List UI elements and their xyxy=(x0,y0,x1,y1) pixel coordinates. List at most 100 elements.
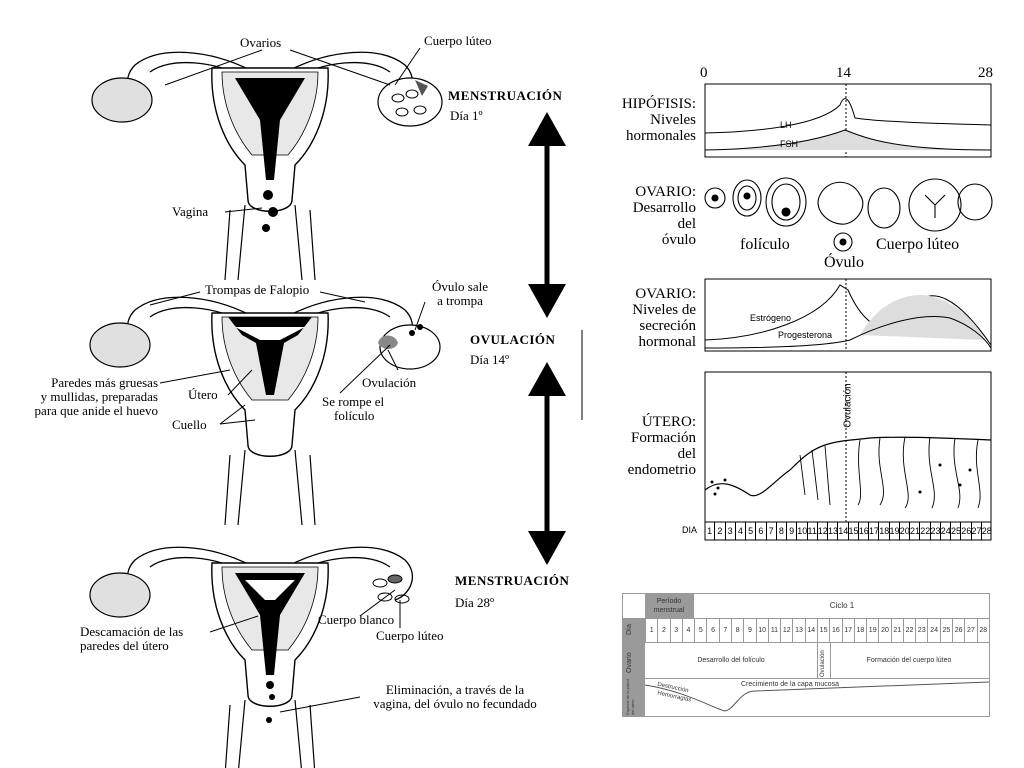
uterus-day1 xyxy=(91,51,443,281)
table-periodo-menstrual: Período menstrual xyxy=(645,594,693,618)
day-cell-7: 7 xyxy=(765,522,776,540)
day-cell-28: 28 xyxy=(980,522,991,540)
label-rompe-line1: Se rompe el xyxy=(322,394,385,409)
table-day-9: 9 xyxy=(743,619,755,643)
table-row-espesor-cell: Espesor de la pared del útero xyxy=(623,678,645,717)
label-cuerpo-luteo-top: Cuerpo lúteo xyxy=(424,33,492,48)
day-cell-23: 23 xyxy=(929,522,940,540)
title-utero-line1: ÚTERO: xyxy=(641,414,696,430)
label-paredes-line2: y mullidas, preparadas xyxy=(40,389,158,404)
title-hipofisis-line3: hormonales xyxy=(626,128,696,144)
title-ovario2-line4: hormonal xyxy=(638,334,697,350)
title-utero-line2: Formación xyxy=(631,430,696,446)
table-day-16: 16 xyxy=(829,619,841,643)
day-cell-22: 22 xyxy=(919,522,930,540)
axis-label-0: 0 xyxy=(700,65,708,81)
endometrium-panel xyxy=(704,371,992,523)
table-day-21: 21 xyxy=(890,619,903,643)
table-day-3: 3 xyxy=(669,619,682,643)
label-eliminacion-line1: Eliminación, a través de la xyxy=(385,682,525,697)
table-day-19: 19 xyxy=(866,619,878,643)
title-ovario-secrecion: OVARIO: Niveles de secreción hormonal xyxy=(598,286,696,350)
title-utero-line3: del xyxy=(677,446,696,462)
label-lh: LH xyxy=(780,120,792,130)
label-cuerpo-luteo-bottom: Cuerpo lúteo xyxy=(376,628,444,643)
label-eliminacion-line2: vagina, del óvulo no fecundado xyxy=(373,696,537,711)
table-day-22: 22 xyxy=(902,619,915,643)
title-utero-line4: endometrio xyxy=(627,462,696,478)
label-vagina: Vagina xyxy=(172,204,209,219)
table-periodo-line1: Período xyxy=(656,598,682,605)
label-ovulo: Óvulo xyxy=(824,254,864,271)
label-utero: Útero xyxy=(188,387,218,402)
table-day-20: 20 xyxy=(878,619,890,643)
phase-day-14: Día 14º xyxy=(470,352,510,367)
table-day-1: 1 xyxy=(645,619,657,643)
table-day-28: 28 xyxy=(976,619,989,643)
label-descamacion: Descamación de las paredes del útero xyxy=(80,625,183,653)
table-day-13: 13 xyxy=(792,619,804,643)
day-cell-6: 6 xyxy=(755,522,765,540)
day-cell-20: 20 xyxy=(898,522,909,540)
table-espesor-row: Destrucción Hemorragias Crecimiento de l… xyxy=(645,678,989,717)
table-formacion: Formación del cuerpo lúteo xyxy=(866,657,952,664)
title-utero: ÚTERO: Formación del endometrio xyxy=(598,414,696,478)
label-progesterona: Progesterona xyxy=(778,330,833,340)
table-day-2: 2 xyxy=(657,619,669,643)
title-hipofisis-line1: HIPÓFISIS: xyxy=(621,96,696,112)
table-day-25: 25 xyxy=(939,619,952,643)
label-paredes: Paredes más gruesas y mullidas, preparad… xyxy=(0,376,158,418)
table-day-15: 15 xyxy=(816,619,829,643)
table-row-dia-cell: Día xyxy=(623,618,645,643)
label-ovulo-sale: Óvulo sale a trompa xyxy=(420,280,500,308)
title-ovario1-line1: OVARIO: xyxy=(635,184,696,200)
label-dia: DIA xyxy=(682,525,698,535)
table-day-27: 27 xyxy=(964,619,976,643)
table-day-26: 26 xyxy=(952,619,964,643)
day-cell-3: 3 xyxy=(724,522,735,540)
day-cell-26: 26 xyxy=(960,522,971,540)
title-ovario1-line4: óvulo xyxy=(661,232,696,248)
label-rompe: Se rompe el folículo xyxy=(322,395,384,423)
axis-label-28: 28 xyxy=(978,65,993,81)
table-day-11: 11 xyxy=(767,619,780,643)
label-paredes-line1: Paredes más gruesas xyxy=(51,375,158,390)
table-day-7: 7 xyxy=(718,619,731,643)
day-cell-16: 16 xyxy=(857,522,868,540)
table-row-ovario: Ovario xyxy=(626,652,633,673)
table-row-dia: Día xyxy=(626,624,633,635)
day-cell-12: 12 xyxy=(816,522,827,540)
arrow-top xyxy=(528,112,566,318)
day-cell-5: 5 xyxy=(745,522,755,540)
table-day-24: 24 xyxy=(927,619,939,643)
label-paredes-line3: para que anide el huevo xyxy=(34,403,158,418)
follicle-series xyxy=(704,177,993,252)
phase-ovulacion: OVULACIÓN xyxy=(470,332,556,347)
day-cell-14: 14 xyxy=(837,522,848,540)
day-cell-24: 24 xyxy=(939,522,950,540)
table-ovulacion-cell: Ovulación xyxy=(817,643,831,679)
label-ovulacion-vertical: Ovulación xyxy=(842,383,854,428)
title-ovario1-line3: del xyxy=(677,216,696,232)
table-day-18: 18 xyxy=(853,619,866,643)
axis-label-14: 14 xyxy=(836,65,851,81)
title-ovario-desarrollo: OVARIO: Desarrollo del óvulo xyxy=(598,184,696,248)
title-hipofisis-line2: Niveles xyxy=(650,112,696,128)
table-day-17: 17 xyxy=(841,619,854,643)
day-cell-10: 10 xyxy=(796,522,807,540)
table-ovario-row: Desarrollo del folículo Ovulación Formac… xyxy=(645,642,989,679)
title-ovario2-line2: Niveles de xyxy=(632,302,696,318)
table-day-12: 12 xyxy=(780,619,792,643)
day-cell-19: 19 xyxy=(888,522,899,540)
day-cell-2: 2 xyxy=(714,522,724,540)
table-day-14: 14 xyxy=(804,619,817,643)
day-cell-8: 8 xyxy=(775,522,786,540)
label-cuerpo-blanco: Cuerpo blanco xyxy=(318,612,395,627)
label-estrogeno: Estrógeno xyxy=(750,313,792,323)
label-ovulacion-middle: Ovulación xyxy=(362,375,417,390)
label-cuello: Cuello xyxy=(172,417,207,432)
secretion-panel xyxy=(704,278,992,352)
uterus-day28 xyxy=(89,546,414,768)
